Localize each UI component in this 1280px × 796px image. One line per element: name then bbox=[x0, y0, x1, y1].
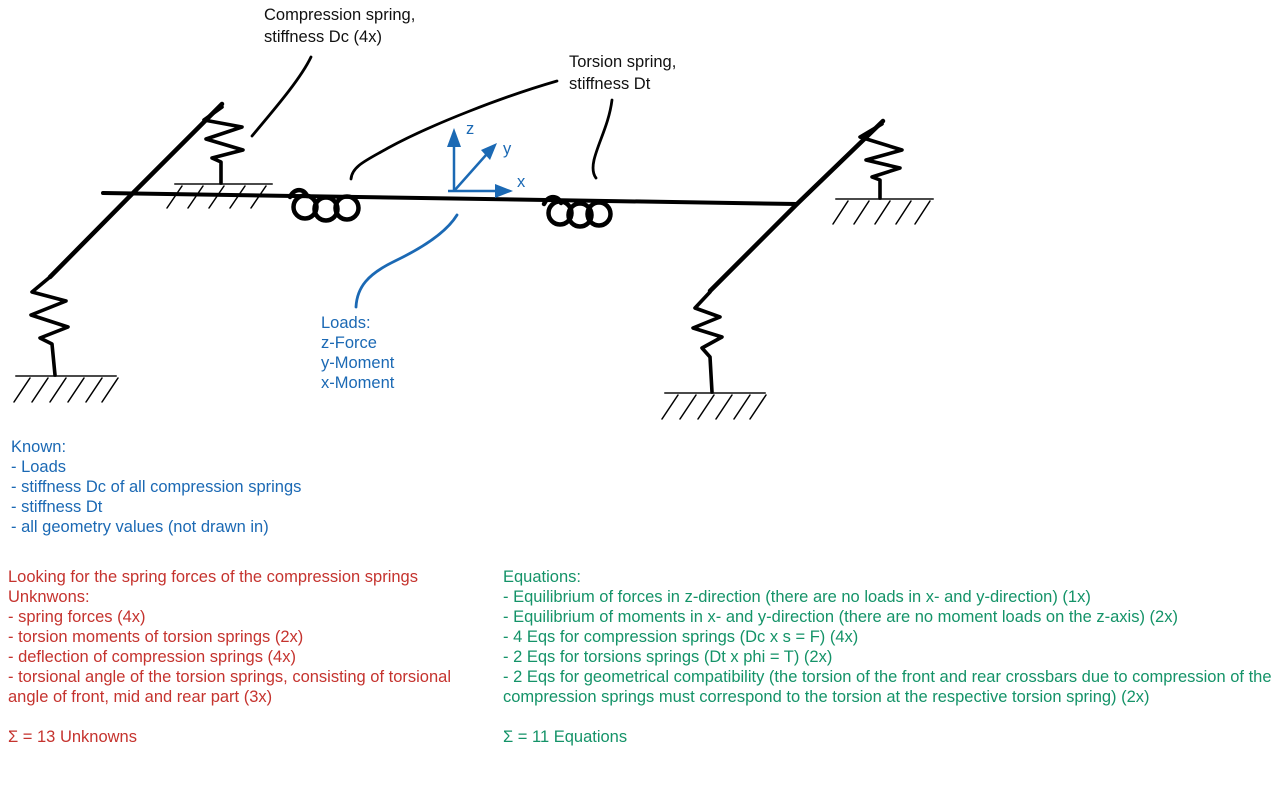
spring-structure-sketch: z y x bbox=[13, 55, 934, 420]
y-axis bbox=[453, 154, 487, 192]
equations-sum: Σ = 11 Equations bbox=[503, 728, 628, 746]
leader-torsion-right bbox=[591, 98, 614, 180]
z-arrowhead-icon bbox=[447, 128, 461, 147]
compression-spring-front-right bbox=[202, 105, 245, 185]
compression-spring-front-left bbox=[29, 275, 70, 377]
loads-annotation: Loads: z-Force y-Moment x-Moment bbox=[321, 313, 394, 393]
text-line: Torsion spring, bbox=[569, 53, 677, 71]
y-arrowhead-icon bbox=[481, 143, 497, 160]
text-line: - 2 Eqs for torsions springs (Dt x phi =… bbox=[503, 648, 833, 666]
text-line: - all geometry values (not drawn in) bbox=[11, 518, 269, 536]
text-line: Known: bbox=[11, 438, 67, 456]
text-line: Looking for the spring forces of the com… bbox=[8, 568, 418, 586]
text-line: Equations: bbox=[503, 568, 581, 586]
main-bar bbox=[101, 191, 799, 206]
rear-crossbar bbox=[707, 118, 886, 294]
compression-spring-rear-right bbox=[858, 122, 904, 200]
coordinate-axes: z y x bbox=[447, 120, 526, 198]
torsion-spring-left bbox=[287, 187, 361, 223]
leader-torsion-left bbox=[349, 79, 559, 181]
unknowns-block: Looking for the spring forces of the com… bbox=[8, 567, 494, 747]
x-arrowhead-icon bbox=[495, 184, 513, 198]
equations-lines: Equations: - Equilibrium of forces in z-d… bbox=[503, 567, 1279, 707]
text-line: - stiffness Dt bbox=[11, 498, 103, 516]
z-axis-label: z bbox=[466, 120, 474, 138]
text-line: - 2 Eqs for geometrical compatibility (t… bbox=[503, 668, 1277, 706]
text-line: Unknwons: bbox=[8, 588, 90, 606]
text-line: - spring forces (4x) bbox=[8, 608, 146, 626]
text-line: Compression spring, bbox=[264, 6, 416, 24]
x-axis-label: x bbox=[517, 173, 526, 191]
text-line: z-Force bbox=[321, 334, 377, 352]
front-crossbar bbox=[47, 101, 225, 280]
text-line: - deflection of compression springs (4x) bbox=[8, 648, 296, 666]
text-line: - stiffness Dc of all compression spring… bbox=[11, 478, 302, 496]
ground-symbol-front-left bbox=[13, 375, 119, 403]
text-line: - Loads bbox=[11, 458, 67, 476]
text-line: - Equilibrium of forces in z-direction (… bbox=[503, 588, 1091, 606]
text-line: stiffness Dt bbox=[569, 74, 651, 93]
leader-loads bbox=[354, 213, 459, 309]
equations-block: Equations: - Equilibrium of forces in z-d… bbox=[503, 567, 1279, 747]
text-line: - 4 Eqs for compression springs (Dc x s … bbox=[503, 628, 859, 646]
text-line: Loads: bbox=[321, 314, 371, 332]
leader-compression-label bbox=[250, 55, 313, 138]
unknowns-sum: Σ = 13 Unknowns bbox=[8, 728, 137, 746]
torsion-spring-right bbox=[541, 194, 613, 229]
text-line: x-Moment bbox=[321, 374, 395, 392]
text-line: y-Moment bbox=[321, 354, 395, 372]
text-line: - Equilibrium of moments in x- and y-dir… bbox=[503, 608, 1178, 626]
torsion-spring-label: Torsion spring, stiffness Dt bbox=[569, 52, 676, 95]
y-axis-label: y bbox=[503, 140, 512, 158]
text-line: - torsion moments of torsion springs (2x… bbox=[8, 628, 304, 646]
known-block: Known: - Loads - stiffness Dc of all compr… bbox=[11, 437, 301, 537]
text-line: stiffness Dc (4x) bbox=[264, 27, 382, 46]
compression-spring-rear-left bbox=[691, 290, 724, 394]
ground-symbol-rear-left bbox=[661, 392, 767, 420]
unknowns-lines: Looking for the spring forces of the com… bbox=[8, 567, 494, 707]
compression-spring-label: Compression spring, stiffness Dc (4x) bbox=[264, 5, 415, 48]
text-line: - torsional angle of the torsion springs… bbox=[8, 668, 456, 706]
ground-symbol-rear-right bbox=[832, 198, 934, 225]
